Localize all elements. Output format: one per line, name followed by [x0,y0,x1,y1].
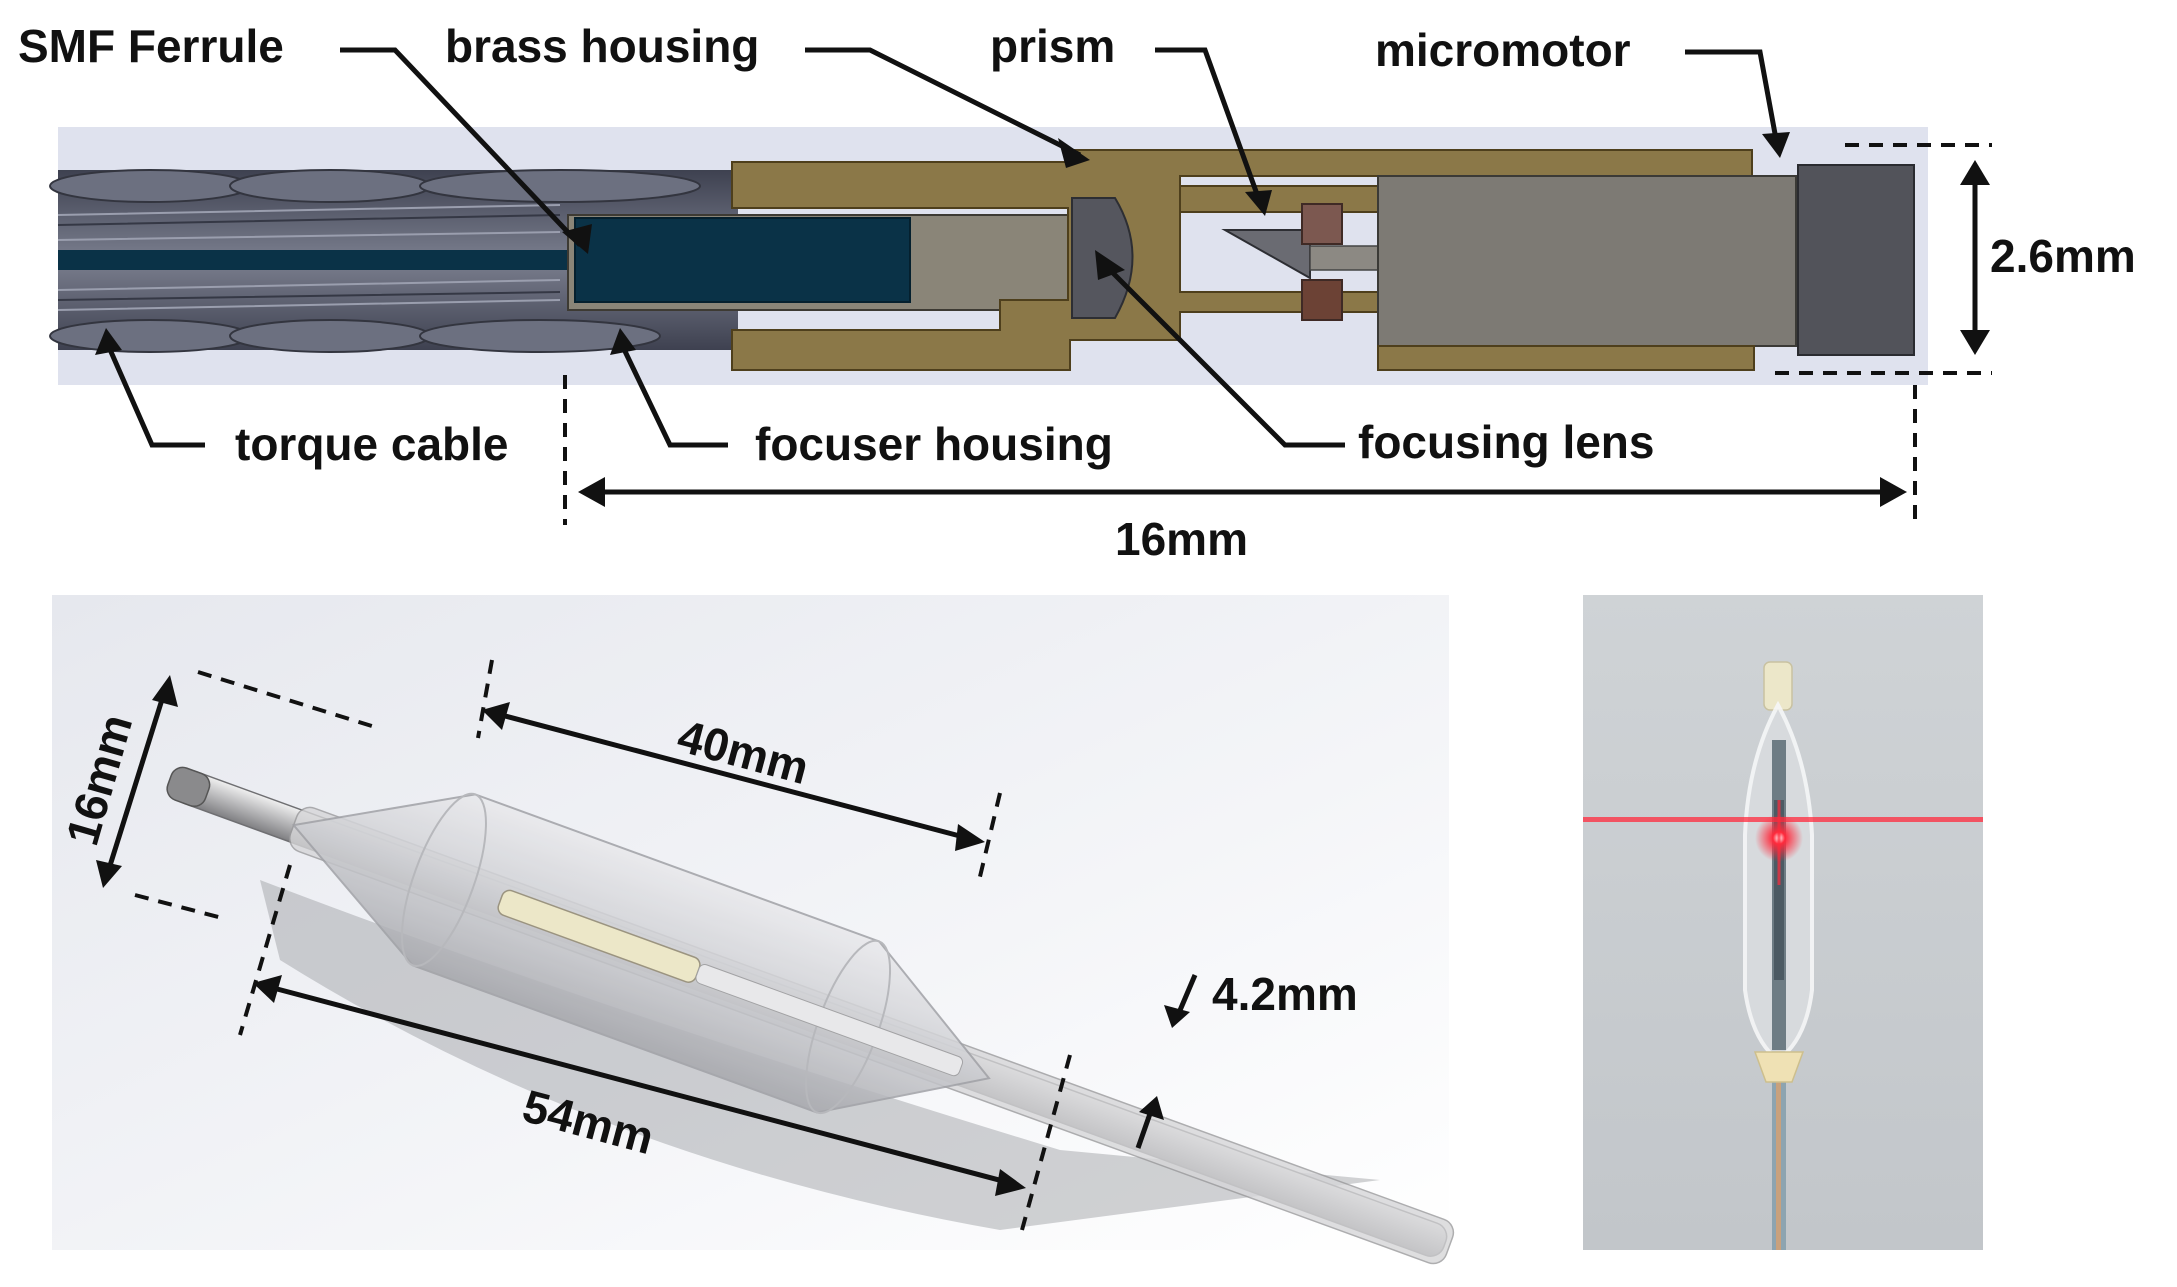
smf-ferrule-graphic [574,217,911,303]
total-length-arrow [253,975,1026,1196]
micromotor-body-graphic [1377,175,1797,347]
brass-housing-lower-sleeve [1377,345,1755,371]
balloon-render: 40mm 54mm 16mm 4.2mm [52,595,1455,1265]
cross-section-diagram: SMF Ferrule brass housing prism micromot… [18,20,2136,565]
label-prism: prism [990,20,1115,72]
prism-holder-bottom [1301,279,1343,321]
label-focusing-lens: focusing lens [1358,416,1654,468]
catheter-tip [166,766,211,808]
leader-arrowheads [95,132,1790,355]
label-micromotor: micromotor [1375,24,1631,76]
balloon-diameter-arrow [96,675,178,888]
leader-lines [105,47,1781,448]
label-diameter: 2.6mm [1990,230,2136,282]
device-photo [1583,595,1983,1250]
label-smf-ferrule: SMF Ferrule [18,20,284,72]
photo-collar [1753,1051,1805,1083]
label-shaft-diameter: 4.2mm [1212,968,1358,1020]
label-probe-length: 16mm [1115,513,1248,565]
shaft-diameter-arrows [1135,974,1198,1149]
micromotor-cap-graphic [1797,164,1915,356]
motor-shaft-graphic [1309,245,1383,271]
optical-fiber-graphic [58,250,578,270]
prism-holder-top [1301,203,1343,245]
label-focuser-housing: focuser housing [755,418,1113,470]
label-torque-cable: torque cable [235,418,509,470]
length-dimension-arrow [578,477,1907,507]
balloon-length-arrow [482,702,985,851]
inner-probe-cable [695,964,964,1077]
balloon-shadow [260,880,1380,1230]
label-brass-housing: brass housing [445,20,759,72]
diameter-dimension-arrow [1960,160,1990,355]
